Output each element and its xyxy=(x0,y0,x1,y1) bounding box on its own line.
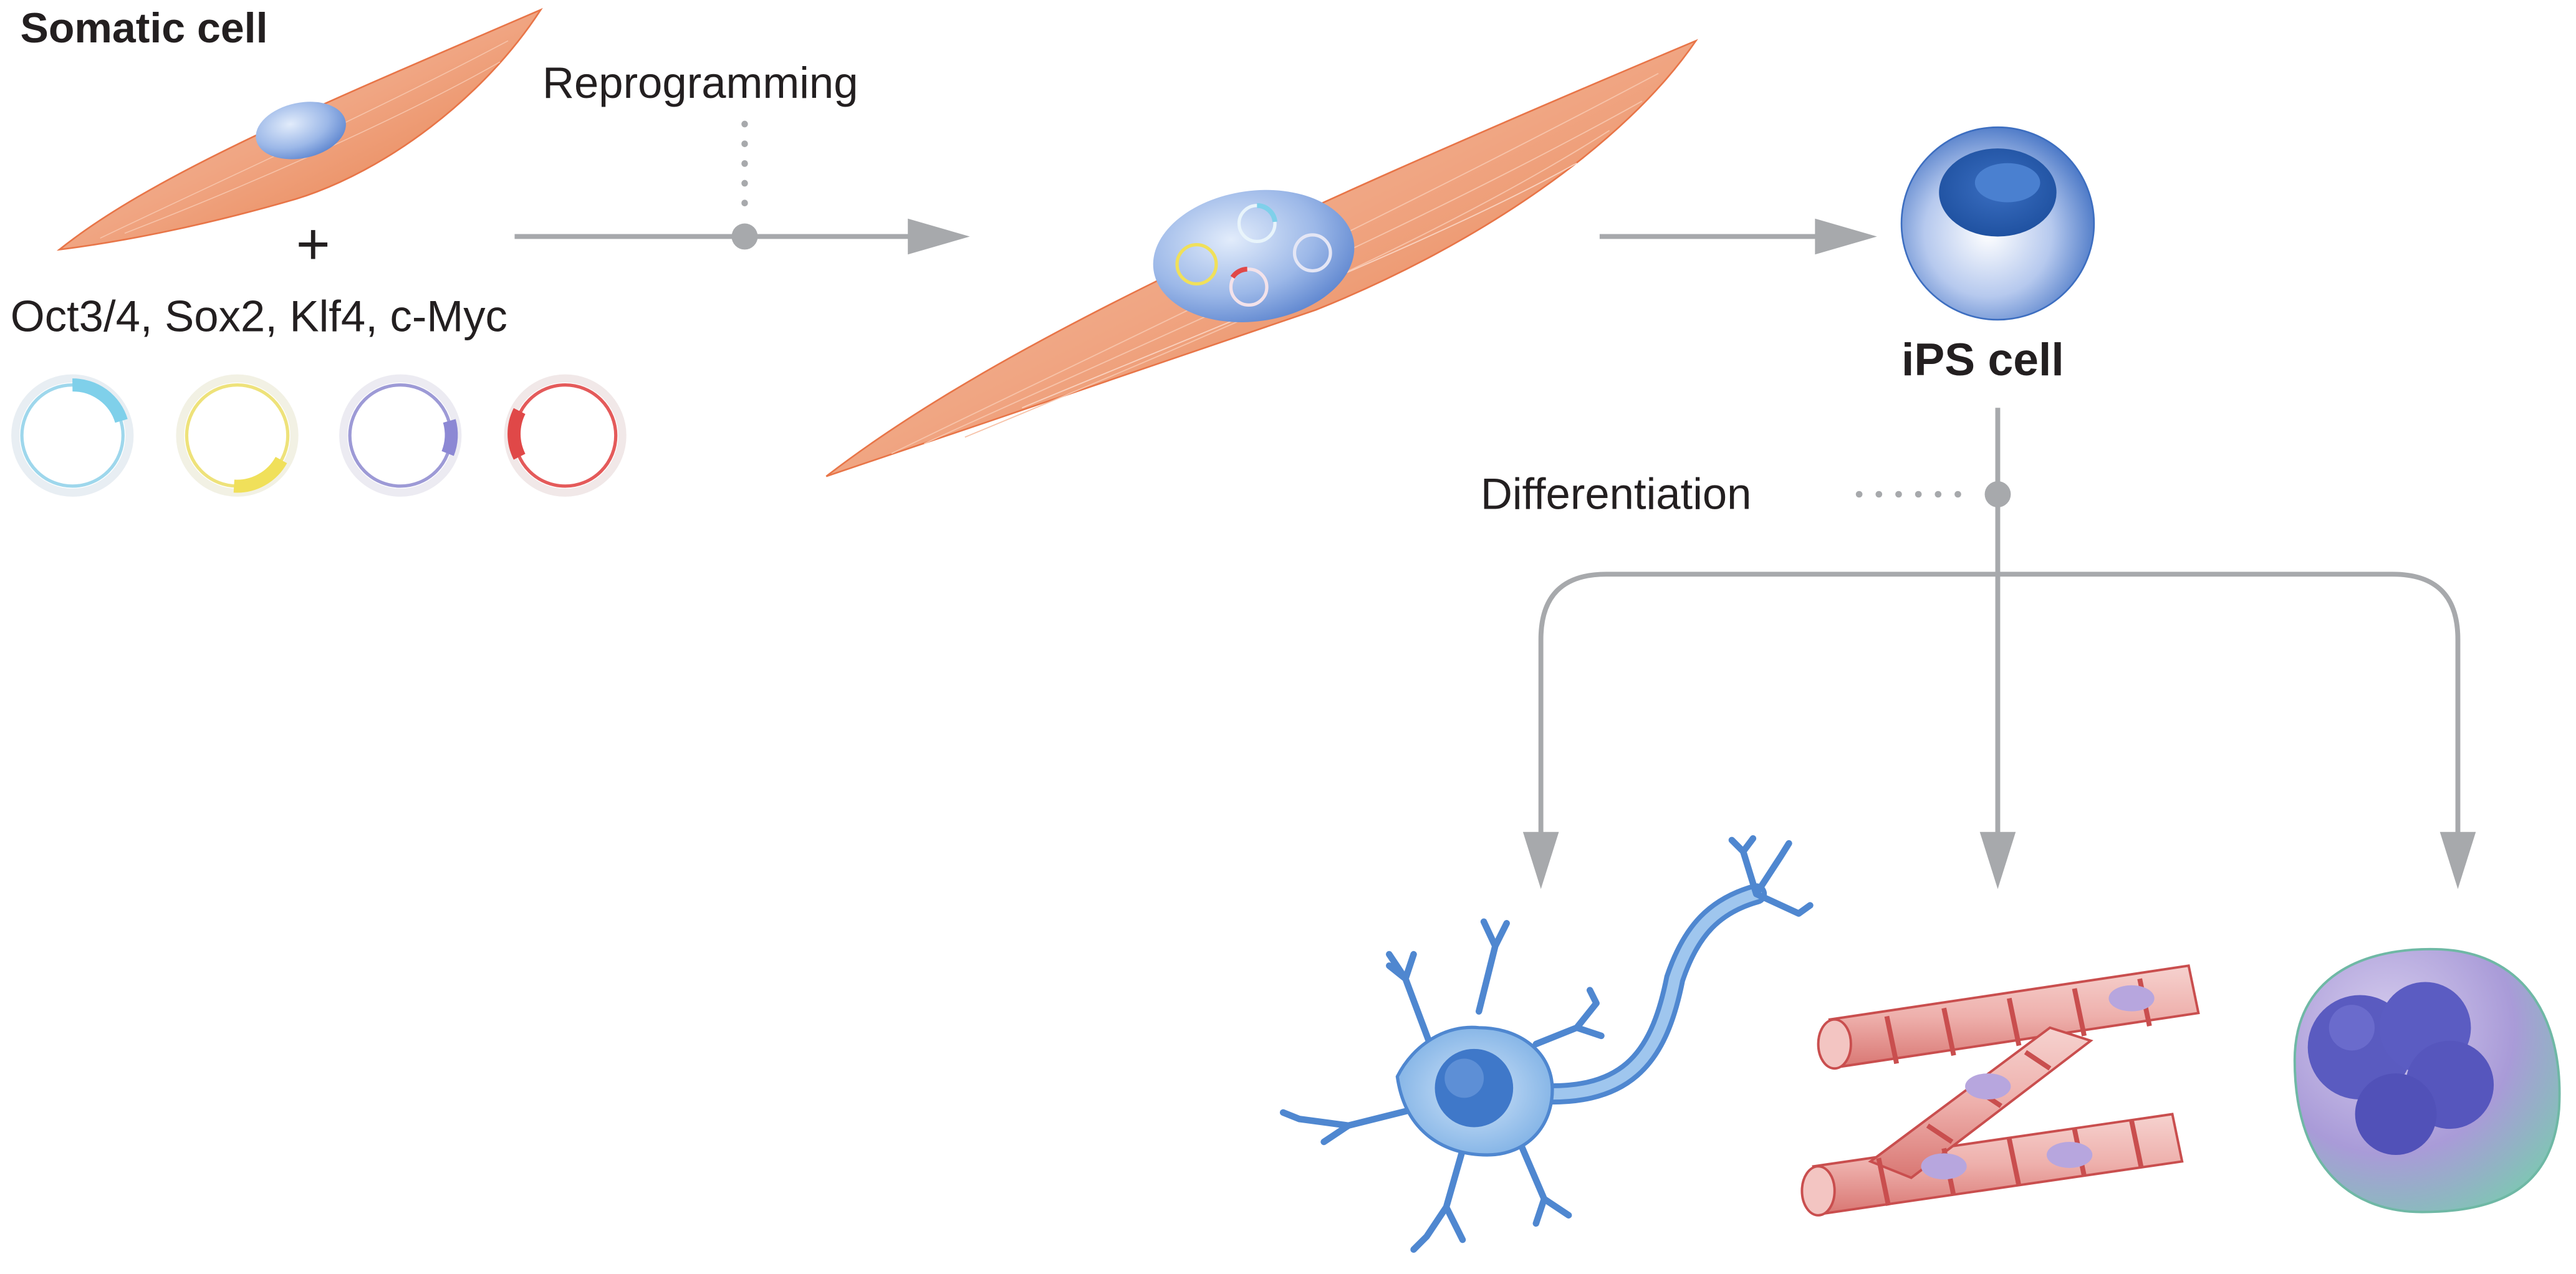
neuron-icon xyxy=(1279,835,1814,1253)
ips-cell-icon xyxy=(1900,126,2095,321)
ips-arrow xyxy=(1599,218,1877,255)
ips-cell-label: iPS cell xyxy=(1901,334,2064,385)
plasmid-icon-sox2 xyxy=(176,374,299,497)
differentiation-label: Differentiation xyxy=(1481,469,1752,519)
plus-sign: + xyxy=(296,211,330,277)
differentiation-node xyxy=(1984,481,2011,507)
cardiomyocyte-icon xyxy=(1800,964,2200,1217)
somatic-cell-label: Somatic cell xyxy=(20,4,267,52)
reprogramming-label: Reprogramming xyxy=(542,58,858,107)
plasmid-icon-oct34 xyxy=(11,374,134,497)
blood-cell-icon xyxy=(2293,947,2561,1214)
arrowhead-muscle xyxy=(1979,831,2016,889)
arrowhead-neuron xyxy=(1522,831,1559,889)
plasmid-icon-cmyc xyxy=(504,374,627,497)
arrowhead-blood xyxy=(2439,831,2476,889)
fibroblast-icon xyxy=(825,39,1698,477)
somatic-cell-icon xyxy=(56,7,543,251)
plasmid-icon-klf4 xyxy=(339,374,462,497)
reprogramming-arrow xyxy=(514,120,970,255)
factors-label: Oct3/4, Sox2, Klf4, c-Myc xyxy=(11,291,507,340)
